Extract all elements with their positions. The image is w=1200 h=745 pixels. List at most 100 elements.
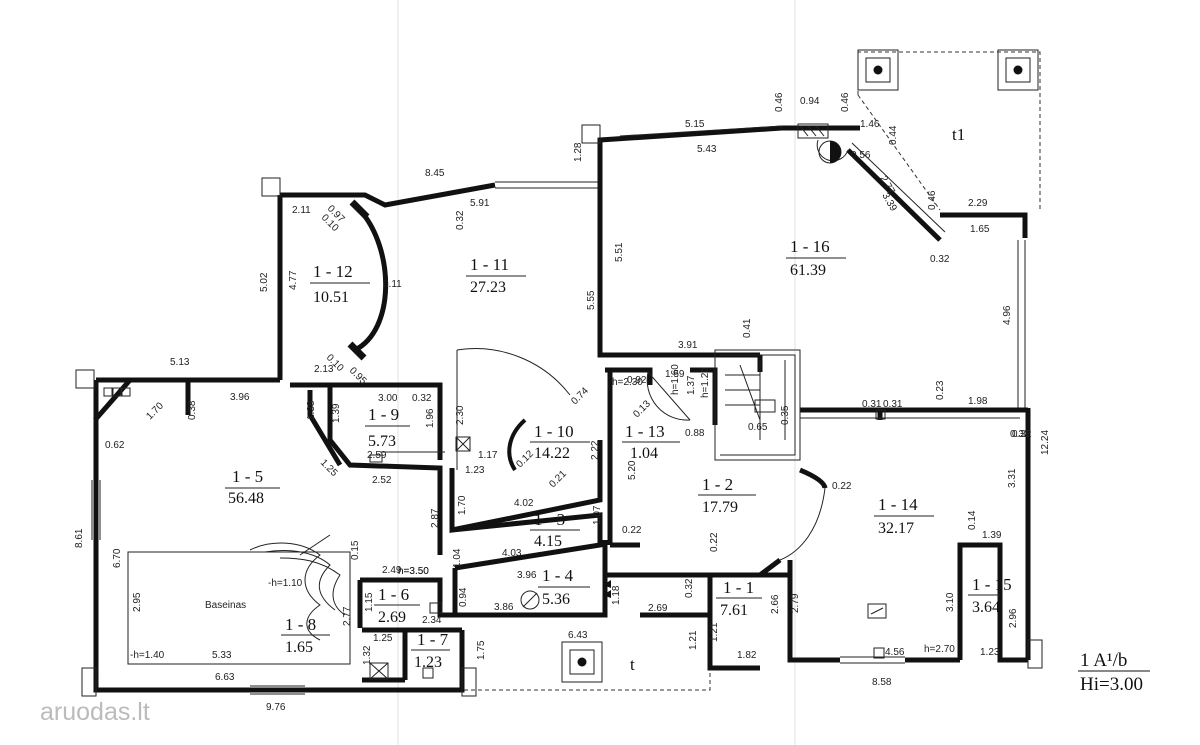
dimension-label: 1.46 xyxy=(860,119,880,130)
dimension-label: 5.20 xyxy=(627,460,638,480)
dimension-label: 1.37 xyxy=(686,375,697,395)
dimension-label: 2.59 xyxy=(367,450,387,461)
dimension-label: 3.10 xyxy=(945,592,956,612)
dimension-label: 2.79 xyxy=(790,593,801,613)
dimension-label: 2.11 xyxy=(292,205,311,216)
terrace-t1 xyxy=(857,49,1041,211)
dimension-label: 1.23 xyxy=(980,647,1000,658)
room-1-10: 1 - 10 14.22 xyxy=(530,422,590,462)
svg-text:1 - 12: 1 - 12 xyxy=(313,262,353,281)
dimension-label: 1.21 xyxy=(688,630,699,650)
svg-text:56.48: 56.48 xyxy=(228,490,264,507)
dimension-label: 0.46 xyxy=(927,190,938,210)
dimension-label: 0.15 xyxy=(350,540,361,560)
dimension-label: 0.22 xyxy=(832,481,852,492)
dimension-label: 4.56 xyxy=(885,647,905,658)
svg-text:1 - 10: 1 - 10 xyxy=(534,422,574,441)
dimension-label: 0.22 xyxy=(622,525,642,536)
svg-text:1 - 8: 1 - 8 xyxy=(285,615,316,634)
dimension-label: 5.02 xyxy=(259,272,270,292)
room-1-13: 1 - 131.04 xyxy=(622,422,680,462)
dimension-label: 2.77 xyxy=(342,606,353,626)
dimension-label: 1.28 xyxy=(573,142,584,162)
svg-text:1 - 7: 1 - 7 xyxy=(417,630,449,649)
dimension-label: 0.94 xyxy=(458,587,469,607)
room-1-6: 1 - 62.69 xyxy=(374,585,420,626)
dimension-label: 5.43 xyxy=(697,144,717,155)
room-1-1: 1 - 17.61 xyxy=(716,578,762,619)
svg-text:1.04: 1.04 xyxy=(630,445,658,462)
dimension-label: 2.52 xyxy=(372,475,392,486)
height-note-270: h=2.70 xyxy=(924,644,955,655)
pool-depth-deep: -h=1.40 xyxy=(130,650,165,661)
interior-walls xyxy=(93,180,1028,683)
dimension-label: 0.31 xyxy=(862,399,882,410)
dimension-label: 2.66 xyxy=(770,594,781,614)
dimension-label: 4.02 xyxy=(514,498,534,509)
svg-text:1 - 2: 1 - 2 xyxy=(702,475,733,494)
dimension-label: 1.82 xyxy=(737,650,757,661)
svg-text:1 - 5: 1 - 5 xyxy=(232,467,263,486)
dimension-label: 9.76 xyxy=(266,702,286,713)
svg-text:1.65: 1.65 xyxy=(285,639,313,656)
room-1-3: 1 - 34.15 xyxy=(530,510,580,550)
dimension-label: 0.32 xyxy=(684,578,695,598)
dimension-label: 6.43 xyxy=(568,630,588,641)
dimension-label: 1.70 xyxy=(457,495,468,515)
dimension-label: 6.70 xyxy=(112,548,123,568)
dimension-label: 1.59 xyxy=(665,369,685,380)
dimension-label: 0.41 xyxy=(742,318,753,338)
dimension-label: 0.32 xyxy=(1012,429,1032,440)
legend-line-1: 1 A¹/b xyxy=(1080,650,1127,671)
dimension-label: 0.14 xyxy=(967,510,978,530)
dimension-label: 0.12 xyxy=(514,448,536,470)
dimension-label: 1.04 xyxy=(452,548,463,568)
dimension-label: 1.65 xyxy=(970,224,990,235)
dimension-label: 1.23 xyxy=(465,465,485,476)
fixtures xyxy=(103,387,887,680)
height-note-350: h=3.50 xyxy=(398,566,429,577)
dimension-label: 4.03 xyxy=(502,548,522,559)
pool-depth-shallow: -h=1.10 xyxy=(268,578,303,589)
room-1-8: 1 - 8 1.65 xyxy=(281,615,330,656)
svg-text:1 - 3: 1 - 3 xyxy=(534,510,565,529)
dimension-label: 0.32 xyxy=(455,210,466,230)
dimension-label: 0.65 xyxy=(748,422,768,433)
svg-text:1 - 6: 1 - 6 xyxy=(378,585,409,604)
svg-text:1 - 14: 1 - 14 xyxy=(878,495,918,514)
svg-text:1 - 4: 1 - 4 xyxy=(542,566,574,585)
dimension-label: 1.17 xyxy=(478,450,498,461)
dimension-label: 2.87 xyxy=(430,508,441,528)
pool xyxy=(127,534,351,665)
dimension-label: 3.31 xyxy=(1007,468,1018,488)
room-1-5: 1 - 5 56.48 xyxy=(225,467,280,507)
dimension-label: 0.32 xyxy=(412,393,432,404)
dimension-label: 0.32 xyxy=(930,254,950,265)
dimension-label: 2.34 xyxy=(422,615,442,626)
svg-text:7.61: 7.61 xyxy=(720,602,748,619)
dimension-label: 0.21 xyxy=(547,468,569,490)
dimension-label: 1.07 xyxy=(592,505,603,525)
dimension-label: 0.23 xyxy=(935,380,946,400)
svg-text:14.22: 14.22 xyxy=(534,445,570,462)
dimension-label: 5.55 xyxy=(586,290,597,310)
fireplace xyxy=(797,123,849,164)
dimension-label: 0.46 xyxy=(840,92,851,112)
dimension-label: 0.74 xyxy=(569,385,591,407)
pool-label: Baseinas xyxy=(205,600,246,611)
watermark-text: aruodas.lt xyxy=(40,698,150,726)
dimension-label: 8.45 xyxy=(425,168,445,179)
height-note-230: h=2.30 xyxy=(612,377,643,388)
dimension-label: 4.77 xyxy=(288,270,299,290)
dimension-label: 12.24 xyxy=(1040,430,1051,455)
dimension-label: 1.38 xyxy=(306,400,317,420)
svg-text:1 - 11: 1 - 11 xyxy=(470,255,509,274)
svg-text:1 - 15: 1 - 15 xyxy=(972,575,1012,594)
dimension-label: 5.91 xyxy=(470,198,490,209)
